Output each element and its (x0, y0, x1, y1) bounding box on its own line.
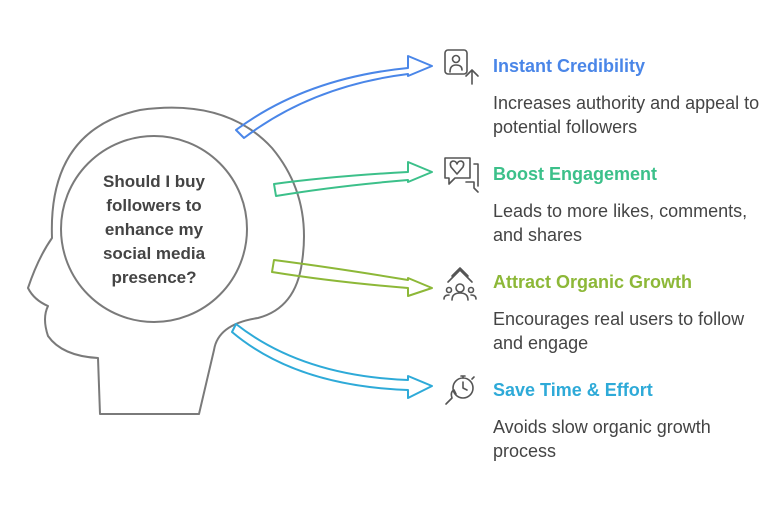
desc-boost-engagement: Leads to more likes, comments, and share… (493, 201, 748, 245)
desc-save-time-effort: Avoids slow organic growth process (493, 417, 711, 461)
title-attract-organic-growth: Attract Organic Growth (493, 272, 693, 292)
desc-attract-organic-growth: Encourages real users to follow and enga… (493, 309, 745, 353)
heart-chat-icon (444, 157, 479, 193)
stopwatch-hand-icon (445, 375, 475, 405)
arrow-instant-credibility (235, 55, 433, 139)
arrow-attract-organic-growth (271, 259, 433, 297)
user-upload-icon (444, 49, 479, 85)
growth-people-icon (443, 267, 477, 301)
arrow-boost-engagement (273, 161, 433, 197)
title-instant-credibility: Instant Credibility (493, 56, 646, 76)
head-outline (27, 106, 305, 415)
thought-circle (60, 135, 248, 323)
title-save-time-effort: Save Time & Effort (493, 380, 653, 400)
arrow-save-time-effort (231, 323, 433, 399)
title-boost-engagement: Boost Engagement (493, 164, 658, 184)
central-question: Should I buy followers to enhance my soc… (102, 172, 206, 287)
desc-instant-credibility: Increases authority and appeal to potent… (493, 93, 760, 137)
